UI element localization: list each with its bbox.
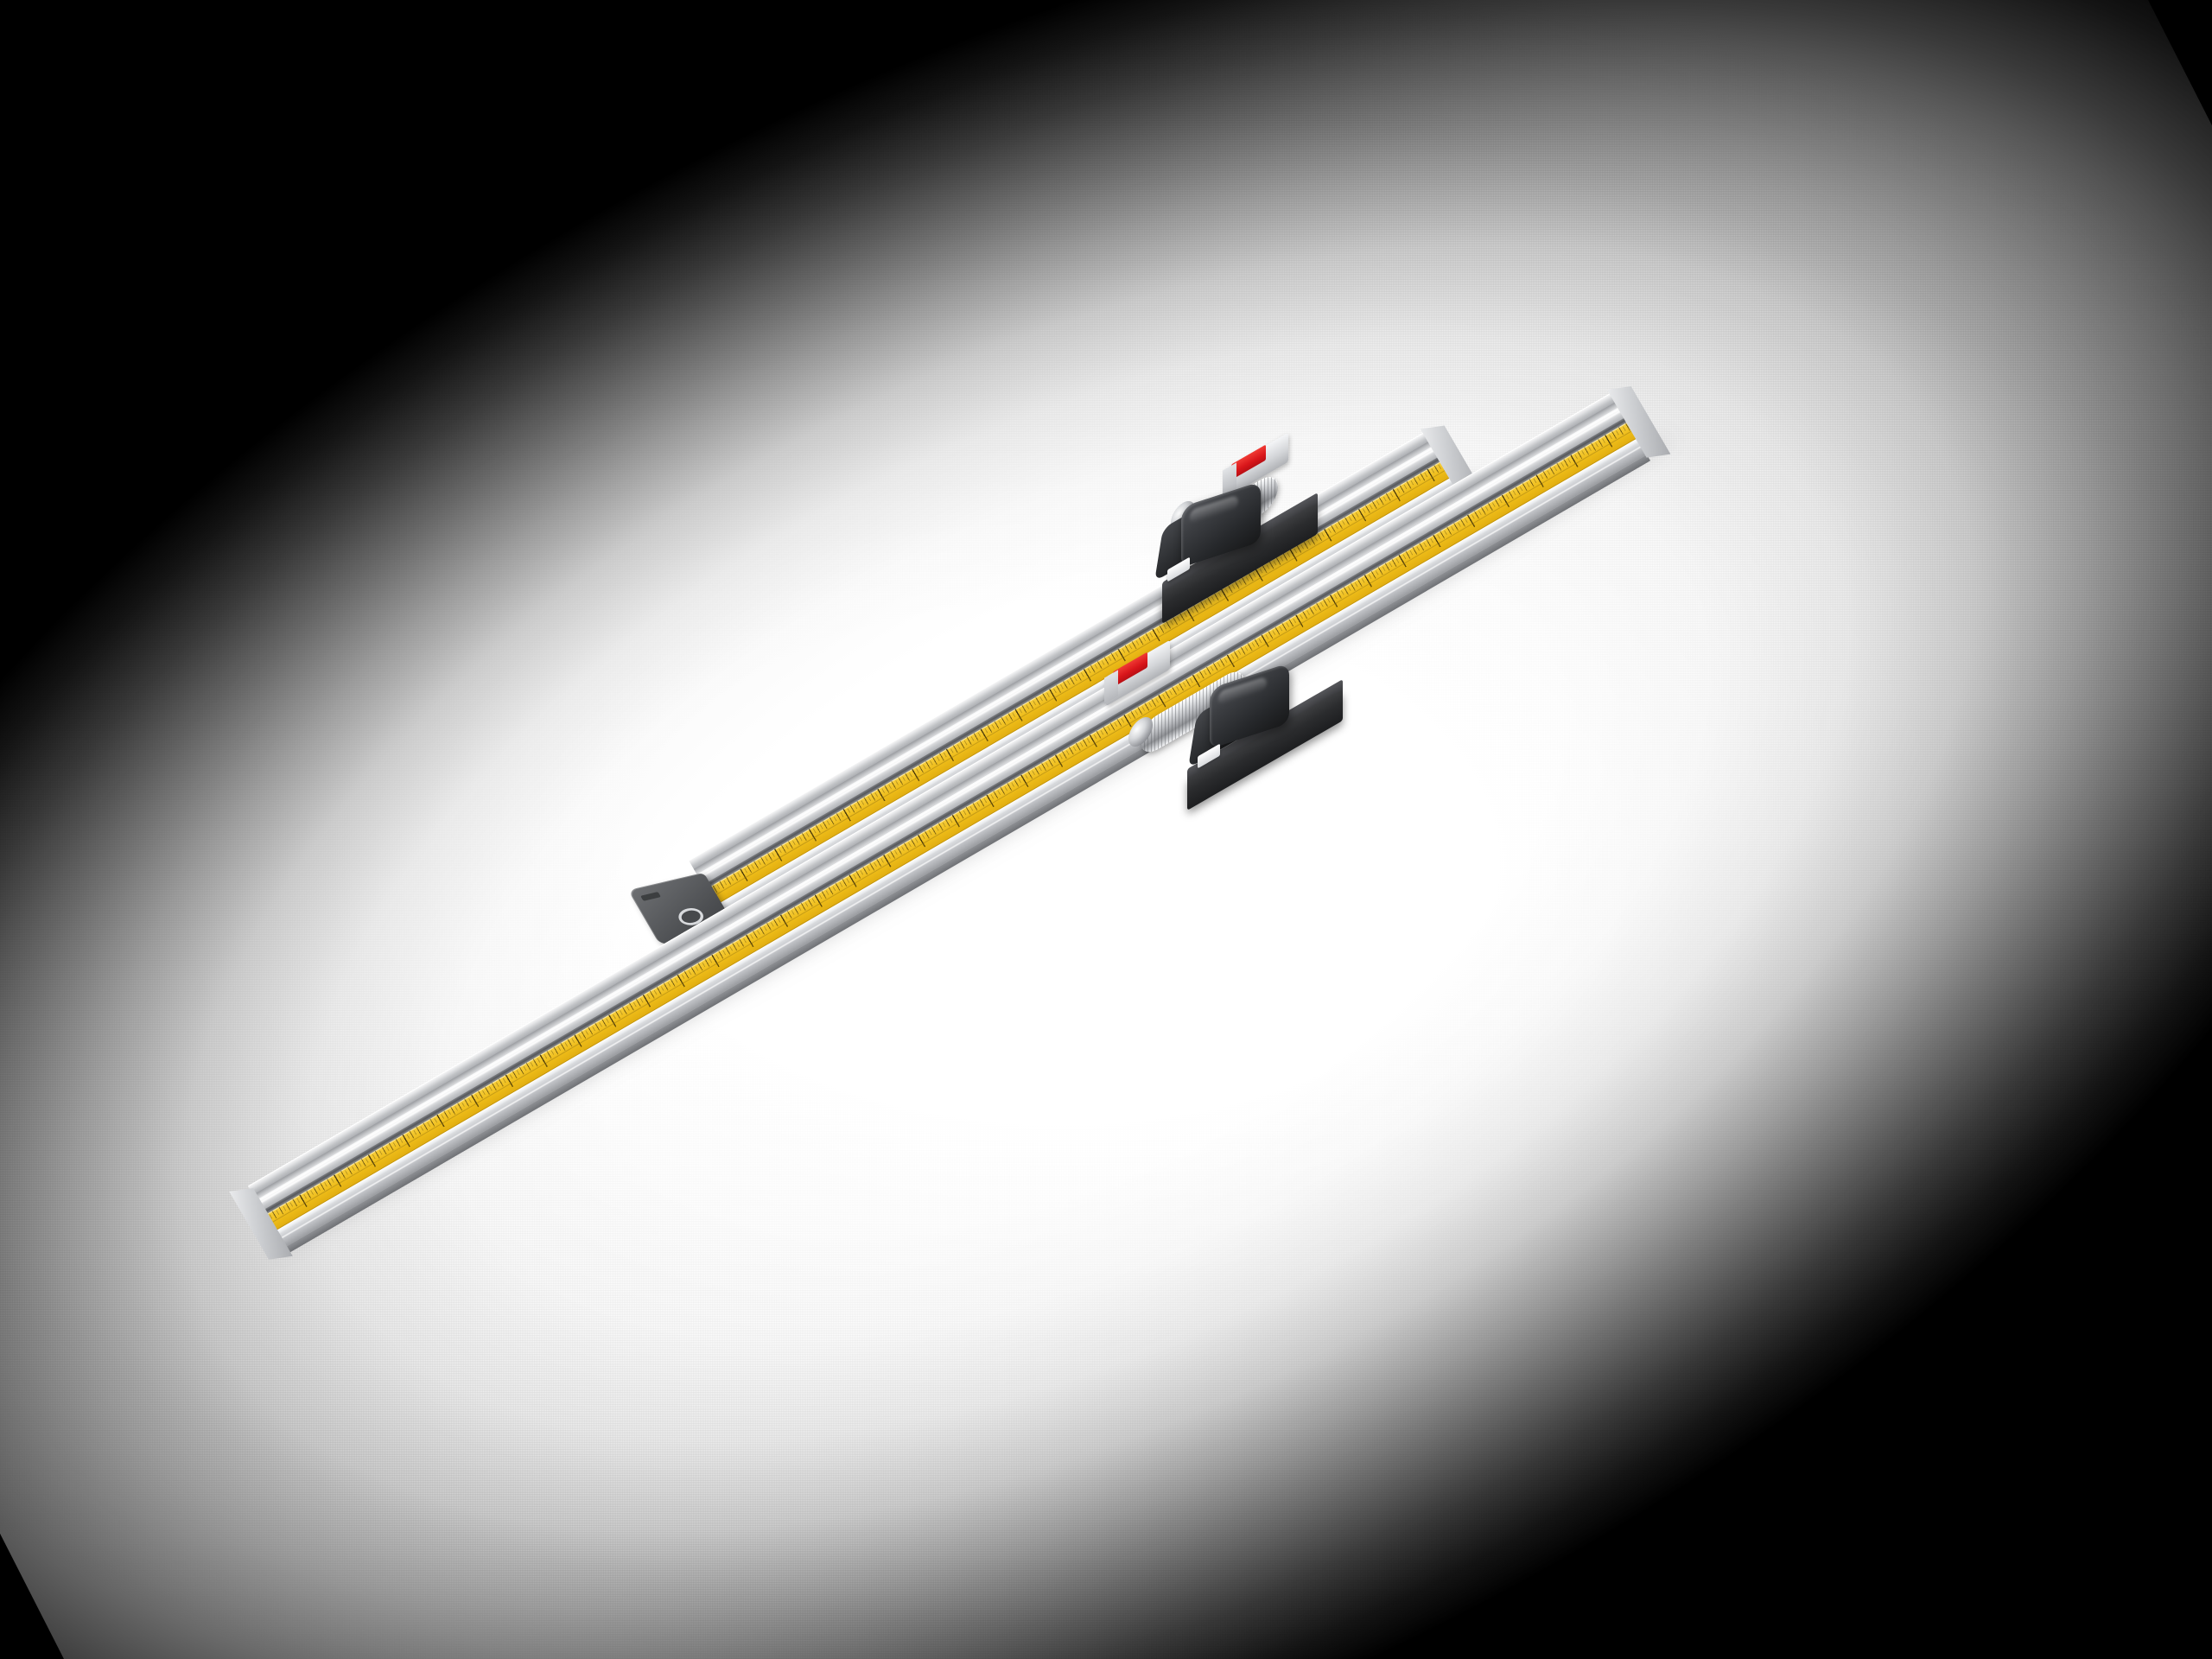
clamp-upper-label: Flip-stop clamp on rear rail	[0, 0, 1, 1]
rail-short-label: Rear short measuring rail	[0, 0, 1, 1]
endcap-notch	[640, 892, 661, 901]
tape-label: Adhesive measuring tape	[0, 0, 1, 1]
clamp-lower-label: Flip-stop clamp on front rail	[0, 0, 1, 1]
scene-subject: Two aluminium extrusion measuring rails …	[0, 0, 1, 1]
scene-title: Linear Measuring Rail System	[0, 0, 1, 1]
scene-view: three-quarter isometric product render	[0, 0, 1, 1]
endcap-label: Dark gray plastic end cap with hanging h…	[0, 0, 1, 1]
rail-long-label: Front long measuring rail	[0, 0, 1, 1]
